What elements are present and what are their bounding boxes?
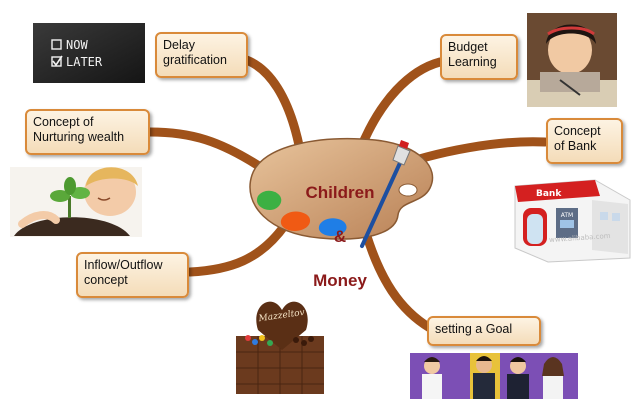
girl-studying-image bbox=[527, 13, 617, 107]
chalkboard-image: NOW LATER bbox=[33, 23, 145, 83]
bank-sign: Bank bbox=[536, 189, 562, 199]
topic-budget-learning[interactable]: Budget Learning bbox=[440, 34, 518, 80]
kid-2 bbox=[473, 356, 495, 399]
kid-3 bbox=[507, 357, 529, 399]
topic-concept-of-bank-label: Concept of Bank bbox=[554, 124, 601, 153]
topic-setting-a-goal-label: setting a Goal bbox=[435, 322, 513, 336]
bank-atm: ATM bbox=[561, 212, 573, 219]
palette-thumb-hole bbox=[398, 183, 418, 197]
center-title-line-3: Money bbox=[313, 271, 367, 290]
chalkboard-later: LATER bbox=[66, 55, 103, 69]
topic-setting-a-goal[interactable]: setting a Goal bbox=[427, 316, 541, 346]
topic-budget-learning-label: Budget Learning bbox=[448, 40, 497, 69]
center-title-line-2: & bbox=[333, 227, 347, 246]
kids-image bbox=[410, 353, 578, 399]
bank-image: Bank ATM www.alibaba.com bbox=[514, 179, 631, 263]
topic-concept-nurturing-wealth-label: Concept of Nurturing wealth bbox=[33, 115, 125, 144]
paintbrush-tip bbox=[392, 145, 411, 166]
palette-center bbox=[249, 138, 434, 248]
paint-blob-blue bbox=[318, 218, 347, 236]
paint-blob-orange bbox=[280, 211, 311, 231]
topic-concept-of-bank[interactable]: Concept of Bank bbox=[546, 118, 623, 164]
topic-inflow-outflow-concept[interactable]: Inflow/Outflow concept bbox=[76, 252, 189, 298]
child-plant-image bbox=[10, 167, 142, 237]
chocolate-box-image: Mazzeltov bbox=[233, 290, 327, 397]
branch-nurturing-wealth bbox=[145, 127, 270, 175]
paint-blob-green bbox=[256, 190, 282, 210]
topic-inflow-outflow-concept-label: Inflow/Outflow concept bbox=[84, 258, 163, 287]
chalkboard-now: NOW bbox=[66, 38, 88, 52]
paintbrush-paint bbox=[399, 140, 409, 149]
paintbrush-handle bbox=[360, 150, 407, 248]
kid-4 bbox=[542, 357, 564, 399]
kid-1 bbox=[422, 357, 442, 399]
center-title: Children & Money bbox=[290, 160, 390, 314]
branch-setting-goal bbox=[360, 225, 435, 333]
topic-delay-gratification[interactable]: Delay gratification bbox=[155, 32, 248, 78]
topic-delay-gratification-label: Delay gratification bbox=[163, 38, 227, 67]
center-title-line-1: Children bbox=[305, 183, 375, 202]
branch-delay-gratification bbox=[235, 53, 305, 155]
topic-concept-nurturing-wealth[interactable]: Concept of Nurturing wealth bbox=[25, 109, 150, 155]
branch-inflow-outflow bbox=[185, 220, 290, 277]
branch-budget-learning bbox=[355, 57, 445, 155]
